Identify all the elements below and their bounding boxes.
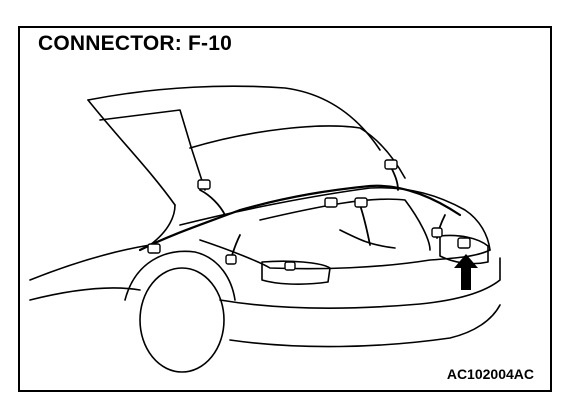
diagram-title: CONNECTOR: F-10 xyxy=(38,32,232,55)
connector-f-10 xyxy=(457,237,471,249)
up-arrow-icon xyxy=(454,254,478,290)
connector xyxy=(354,197,368,208)
tail-lamp-right xyxy=(439,234,489,265)
connector xyxy=(225,254,237,265)
trunk-inner xyxy=(259,198,431,251)
connector xyxy=(324,197,338,208)
bumper-lower xyxy=(229,304,501,348)
connector xyxy=(147,243,161,254)
rear-glass xyxy=(189,125,406,179)
tail-lamp-left xyxy=(261,260,331,285)
wheel-arch xyxy=(124,250,236,301)
wiring-harness-branch-3 xyxy=(359,204,371,246)
tail-panel xyxy=(199,239,491,270)
side-body xyxy=(29,204,176,281)
rear-wheel xyxy=(139,267,225,373)
side-lower xyxy=(29,287,141,301)
rear-bumper xyxy=(219,257,501,309)
wiring-harness-main xyxy=(138,184,462,252)
connector xyxy=(431,227,443,238)
c-pillar xyxy=(87,99,176,206)
connector xyxy=(384,159,398,170)
reference-code: AC102004AC xyxy=(446,366,534,382)
wiring-harness-branch-1 xyxy=(199,189,226,216)
roof-line xyxy=(87,85,381,151)
connector xyxy=(197,179,211,190)
connector xyxy=(284,261,296,271)
trunk-floor xyxy=(339,229,396,249)
rear-window-outline xyxy=(99,109,206,191)
